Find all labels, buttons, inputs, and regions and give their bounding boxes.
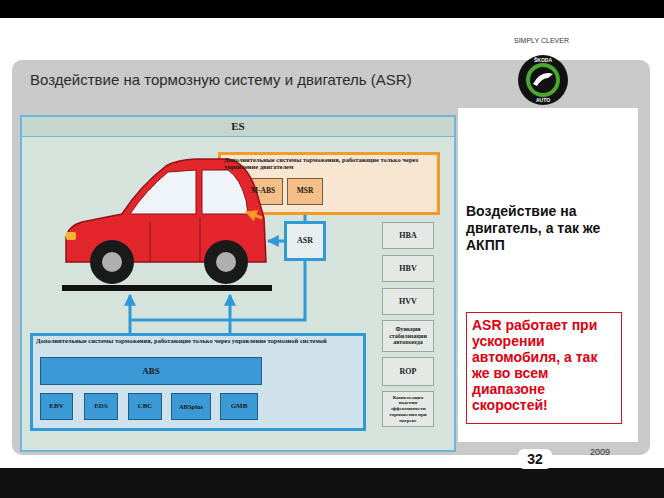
box-label: HBA <box>399 231 416 240</box>
box-label: ABS <box>142 366 160 376</box>
car-body <box>66 159 266 262</box>
box-label: Функция стабилизации автопоезда <box>384 326 432 347</box>
box-label: M-ABS <box>251 187 275 196</box>
car-rear-window <box>202 170 248 214</box>
white-area <box>458 108 638 442</box>
function-box: MSR <box>287 178 323 205</box>
slogan: SIMPLY CLEVER <box>514 37 594 45</box>
function-box: HBV <box>382 255 434 282</box>
function-box: Компенсация падения эффективности тормож… <box>382 391 434 427</box>
frame-heading: ES <box>22 117 454 137</box>
box-label: ABSplus <box>179 403 203 410</box>
function-box: ROP <box>382 357 434 386</box>
bottom-band <box>0 468 664 498</box>
box-label: ASR <box>297 236 313 245</box>
ground-line <box>62 285 272 291</box>
car-illustration <box>62 159 272 291</box>
front-hub <box>102 252 122 272</box>
car-door-lines <box>150 218 200 262</box>
car-front-window <box>130 170 196 214</box>
logo-green <box>526 63 560 97</box>
action-arrows <box>130 212 284 333</box>
slide-title: Воздействие на тормозную систему и двига… <box>30 71 470 88</box>
function-box: CBC <box>128 393 162 420</box>
function-box: EBV <box>40 393 73 420</box>
group-box: Дополнительные системы торможения, работ… <box>218 152 440 215</box>
function-box: EDS <box>84 393 118 420</box>
brake-action-arrow <box>129 295 132 333</box>
logo-ring <box>518 55 568 105</box>
box-label: Дополнительные системы торможения, работ… <box>224 156 434 171</box>
note-text: ASR работает при ускорении автомобиля, а… <box>472 317 616 414</box>
page-number: 32 <box>518 451 552 468</box>
car-headlight <box>66 232 76 240</box>
function-box: HBA <box>382 222 434 249</box>
logo-center <box>530 67 556 93</box>
top-band <box>0 0 664 18</box>
box-label: EBV <box>49 402 63 410</box>
side-heading: Воздействие на двигатель, а так же АКПП <box>466 203 634 253</box>
logo-arrow <box>533 73 553 86</box>
box-label: Компенсация падения эффективности тормож… <box>384 395 432 424</box>
box-label: MSR <box>297 187 314 196</box>
box-label: HVV <box>399 297 417 306</box>
logo-text: AUTO <box>528 97 558 103</box>
box-label: CBC <box>138 402 153 410</box>
engine-action-arrow <box>246 212 262 218</box>
box-label: EDS <box>94 402 108 410</box>
box-label: Дополнительные системы торможения, работ… <box>36 337 360 344</box>
note-box: ASR работает при ускорении автомобиля, а… <box>466 312 622 424</box>
function-box: M-ABS <box>243 178 283 205</box>
rear-wheel <box>204 240 248 284</box>
box-label: HBV <box>399 264 416 273</box>
asr-action-arrow <box>268 240 284 243</box>
group-box: Дополнительные системы торможения, работ… <box>30 333 366 431</box>
connector <box>304 215 307 221</box>
gray-panel <box>12 60 650 455</box>
box-label: ROP <box>400 367 417 376</box>
brake-action-arrow <box>229 295 232 320</box>
function-box: ABS <box>40 357 262 385</box>
page-tab <box>518 449 552 469</box>
function-box: HVV <box>382 288 434 315</box>
connector <box>230 261 305 333</box>
front-wheel <box>90 240 134 284</box>
function-box: ABSplus <box>171 393 211 420</box>
system-frame: ES Дополнительные системы торможения, раб… <box>20 115 456 452</box>
brake-bus-line <box>130 319 230 322</box>
function-box: GMB <box>220 393 258 420</box>
function-box: ASR <box>284 221 326 261</box>
year-label: 2009 <box>590 447 630 458</box>
box-label: GMB <box>231 402 248 410</box>
rear-hub <box>216 252 236 272</box>
logo-text: ŠKODA <box>528 57 558 63</box>
function-box: Функция стабилизации автопоезда <box>382 320 434 352</box>
